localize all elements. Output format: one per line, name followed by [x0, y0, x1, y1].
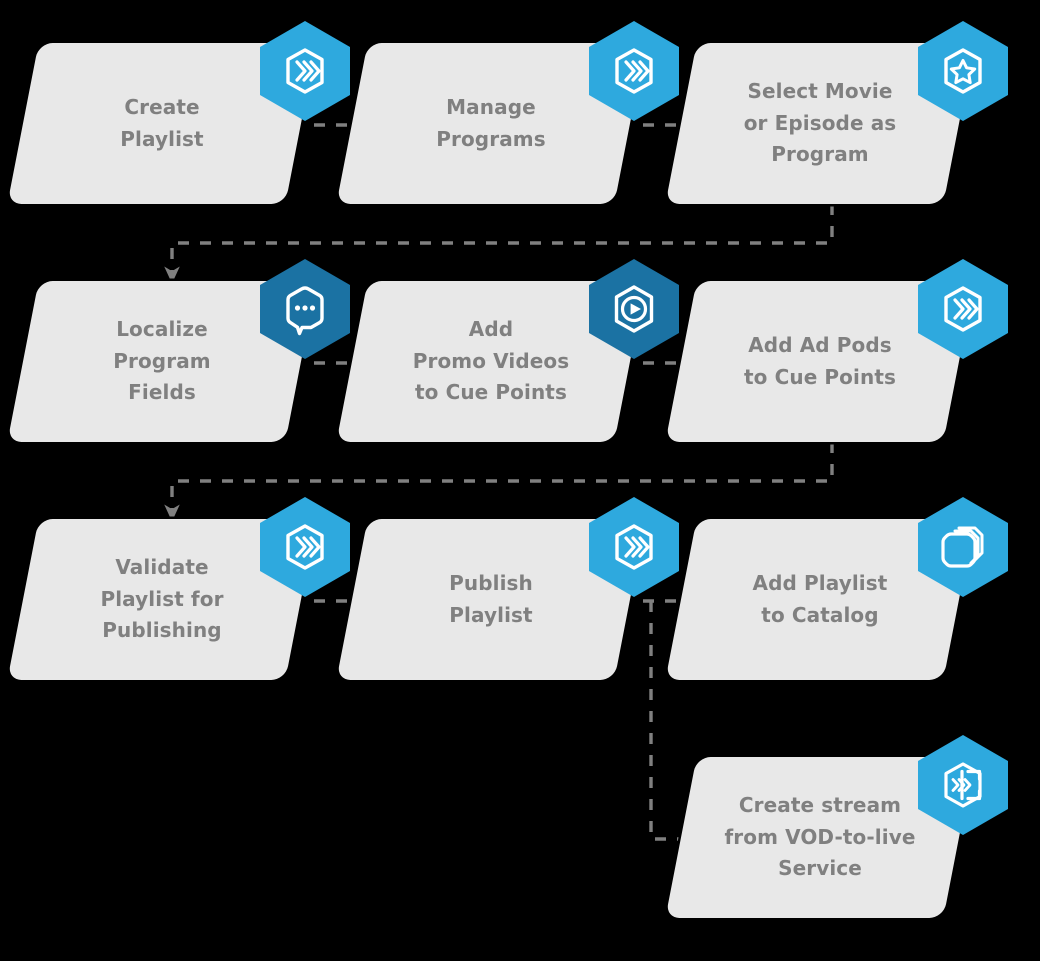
chevrons-hexagon-icon: [918, 259, 1008, 359]
play-hexagon-icon: [589, 259, 679, 359]
chevrons-hexagon-icon: [260, 497, 350, 597]
chevrons-hexagon-icon: [260, 21, 350, 121]
speech-bubble-icon: [260, 259, 350, 359]
star-hexagon-icon: [918, 21, 1008, 121]
stream-broadcast-icon: [918, 735, 1008, 835]
stacked-layers-icon: [918, 497, 1008, 597]
chevrons-hexagon-icon: [589, 497, 679, 597]
chevrons-hexagon-icon: [589, 21, 679, 121]
